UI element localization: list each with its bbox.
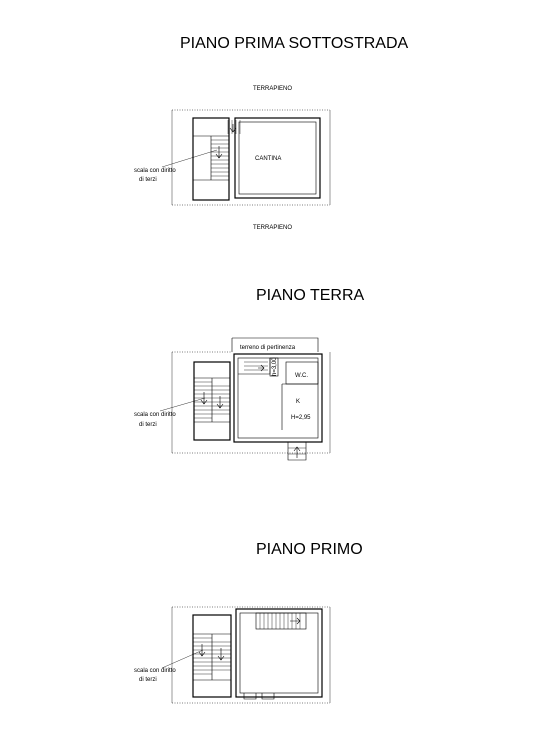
pertinenza-label: terreno di pertinenza <box>240 345 296 351</box>
basement-top-note: TERRAPIENO <box>253 86 292 92</box>
basement-stair-note-2: di terzi <box>139 177 157 183</box>
ground-stair-note-2: di terzi <box>139 422 157 428</box>
ground-floor-title: PIANO TERRA <box>256 287 365 304</box>
first-stair-note-2: di terzi <box>139 677 157 683</box>
kitchen-label: K <box>296 399 300 405</box>
basement-cantina-room: CANTINA <box>234 117 321 199</box>
ground-stair-note-1: scala con diritto <box>134 412 176 418</box>
basement-title: PIANO PRIMA SOTTOSTRADA <box>180 35 409 52</box>
ground-floor-unit: h=3,00 W.C. K H=2,95 <box>233 353 323 461</box>
ground-floor-stair <box>193 361 231 441</box>
basement-stair-note-1: scala con diritto <box>134 168 176 174</box>
basement-stair <box>192 117 241 201</box>
first-stair-note-1: scala con diritto <box>134 668 176 674</box>
first-floor-stair <box>192 614 232 698</box>
first-floor-title: PIANO PRIMO <box>256 541 363 558</box>
first-floor-plan: PIANO PRIMO scala con diritto di terzi <box>134 541 363 704</box>
height-small-label: h=3,00 <box>272 357 278 376</box>
ground-floor-plan: PIANO TERRA terreno di pertinenza h=3, <box>134 287 365 461</box>
wc-label: W.C. <box>295 373 308 379</box>
basement-bottom-note: TERRAPIENO <box>253 225 292 231</box>
basement-plan: PIANO PRIMA SOTTOSTRADA TERRAPIENO TERRA… <box>134 35 409 231</box>
kitchen-height-label: H=2,95 <box>291 415 311 421</box>
first-floor-unit <box>235 608 323 700</box>
cantina-label: CANTINA <box>255 156 281 162</box>
